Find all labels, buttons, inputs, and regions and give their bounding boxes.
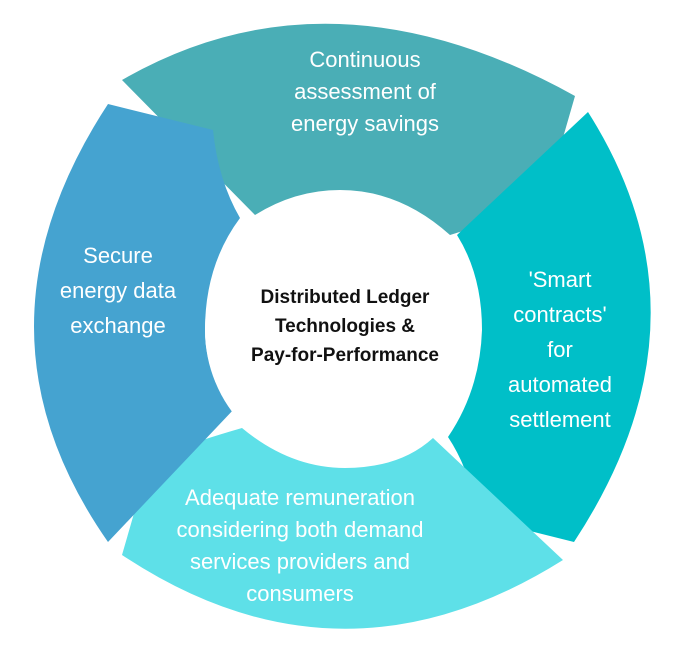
segment-left-line: energy data: [59, 278, 177, 303]
segment-top-line: assessment of: [294, 79, 436, 104]
segment-top-line: energy savings: [291, 111, 439, 136]
segment-top-line: Continuous: [309, 47, 421, 72]
segment-left-line: exchange: [70, 313, 166, 338]
segment-right-line: contracts': [513, 302, 607, 327]
segment-bottom-line: consumers: [246, 581, 354, 606]
segment-right-line: automated: [508, 372, 612, 397]
center-title-line: Technologies &: [274, 316, 416, 337]
segment-left-shape: [34, 104, 240, 542]
segment-left-label: Secure energy data exchange: [38, 238, 198, 343]
segment-top-label: Continuous assessment of energy savings: [250, 44, 480, 140]
segment-bottom-line: Adequate remuneration: [185, 485, 415, 510]
center-circle: [205, 193, 479, 467]
segment-right-line: settlement: [509, 407, 611, 432]
segment-bottom-label: Adequate remuneration considering both d…: [150, 482, 450, 610]
center-title: Distributed Ledger Technologies & Pay-fo…: [220, 283, 470, 370]
segment-right-shape: [448, 112, 651, 542]
segment-right-line: 'Smart: [528, 267, 592, 292]
segment-bottom-line: considering both demand: [176, 517, 424, 542]
segment-left-line: Secure: [83, 243, 153, 268]
segment-right-line: for: [547, 337, 573, 362]
segment-bottom-shape: [122, 428, 563, 629]
center-title-line: Distributed Ledger: [260, 287, 430, 308]
segment-bottom-line: services providers and: [189, 549, 411, 574]
center-title-line: Pay-for-Performance: [251, 345, 439, 366]
segment-top-shape: [122, 23, 575, 235]
segment-right-label: 'Smart contracts' for automated settleme…: [480, 262, 640, 437]
